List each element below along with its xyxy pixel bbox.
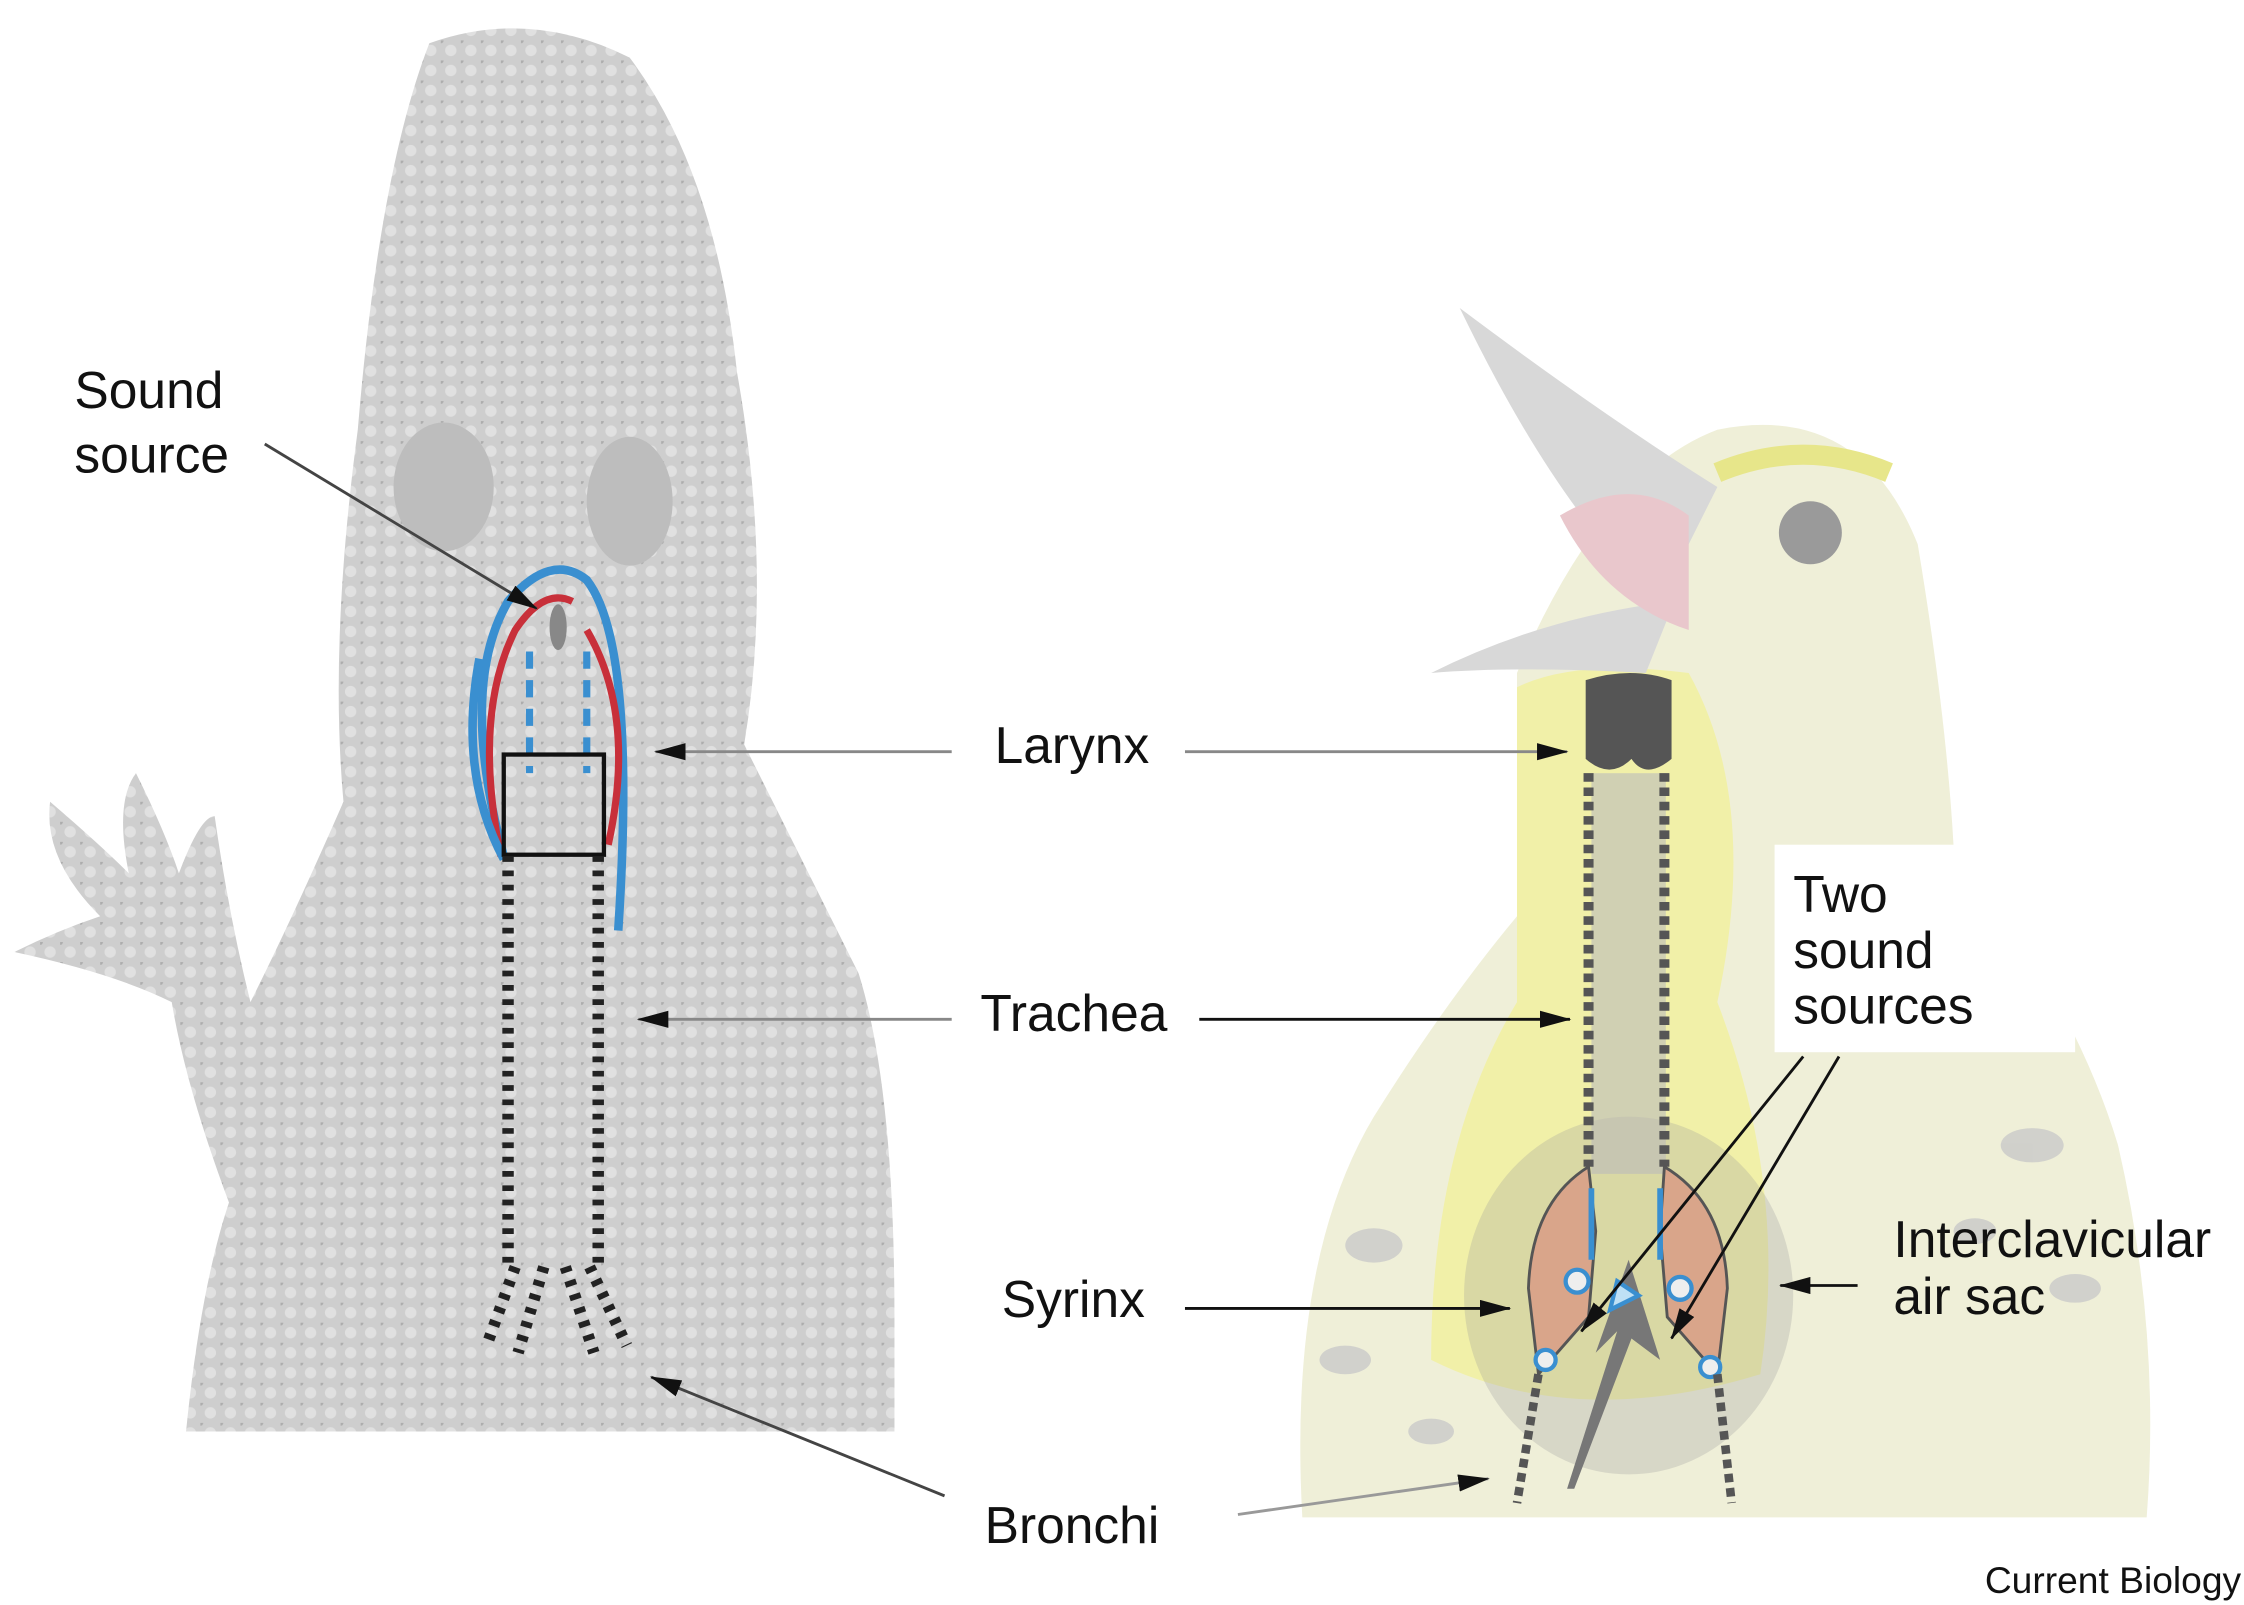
bird-eye bbox=[1778, 501, 1842, 565]
label-syrinx: Syrinx bbox=[1002, 1270, 1145, 1328]
lizard-bronchi bbox=[481, 1264, 633, 1355]
label-interclavicular-air-sac: Interclavicular air sac bbox=[1893, 1210, 2225, 1325]
arrow-bronchi-right bbox=[1237, 1474, 1490, 1516]
label-line: Two bbox=[1793, 865, 1887, 923]
label-larynx: Larynx bbox=[995, 716, 1150, 774]
bird-larynx bbox=[1585, 672, 1672, 770]
label-line: sound bbox=[1793, 921, 1933, 979]
lizard-sound-source bbox=[549, 604, 567, 651]
label-trachea: Trachea bbox=[980, 984, 1167, 1042]
label-line: Interclavicular bbox=[1893, 1210, 2211, 1268]
lizard-eye bbox=[586, 436, 673, 566]
label-line: source bbox=[74, 426, 229, 484]
lizard-larynx-diagram bbox=[468, 565, 633, 1355]
label-bronchi: Bronchi bbox=[985, 1496, 1160, 1554]
label-backdrop bbox=[1774, 844, 2076, 1053]
label-line: Sound bbox=[74, 361, 223, 419]
label-two-sound-sources: Two sound sources bbox=[1793, 865, 1973, 1035]
pointer-arrows bbox=[264, 442, 1858, 1516]
lizard-trachea bbox=[502, 856, 604, 1267]
arrow-sound-source-2 bbox=[1670, 1055, 1841, 1340]
bird-trachea bbox=[1583, 773, 1670, 1167]
label-line: air sac bbox=[1893, 1267, 2045, 1325]
label-line: sources bbox=[1793, 977, 1973, 1035]
arrow-sound-source-1 bbox=[1580, 1055, 1805, 1333]
arrow-bronchi-left bbox=[649, 1375, 946, 1498]
lizard-eye bbox=[393, 422, 494, 552]
arrow-sound-source bbox=[264, 442, 538, 610]
label-sound-source: Sound source bbox=[74, 361, 237, 483]
lizard-silhouette bbox=[14, 28, 895, 1432]
bird-bronchi bbox=[1512, 1373, 1736, 1504]
bird-lower-beak bbox=[1431, 601, 1675, 673]
journal-credit: Current Biology bbox=[1985, 1559, 2242, 1601]
